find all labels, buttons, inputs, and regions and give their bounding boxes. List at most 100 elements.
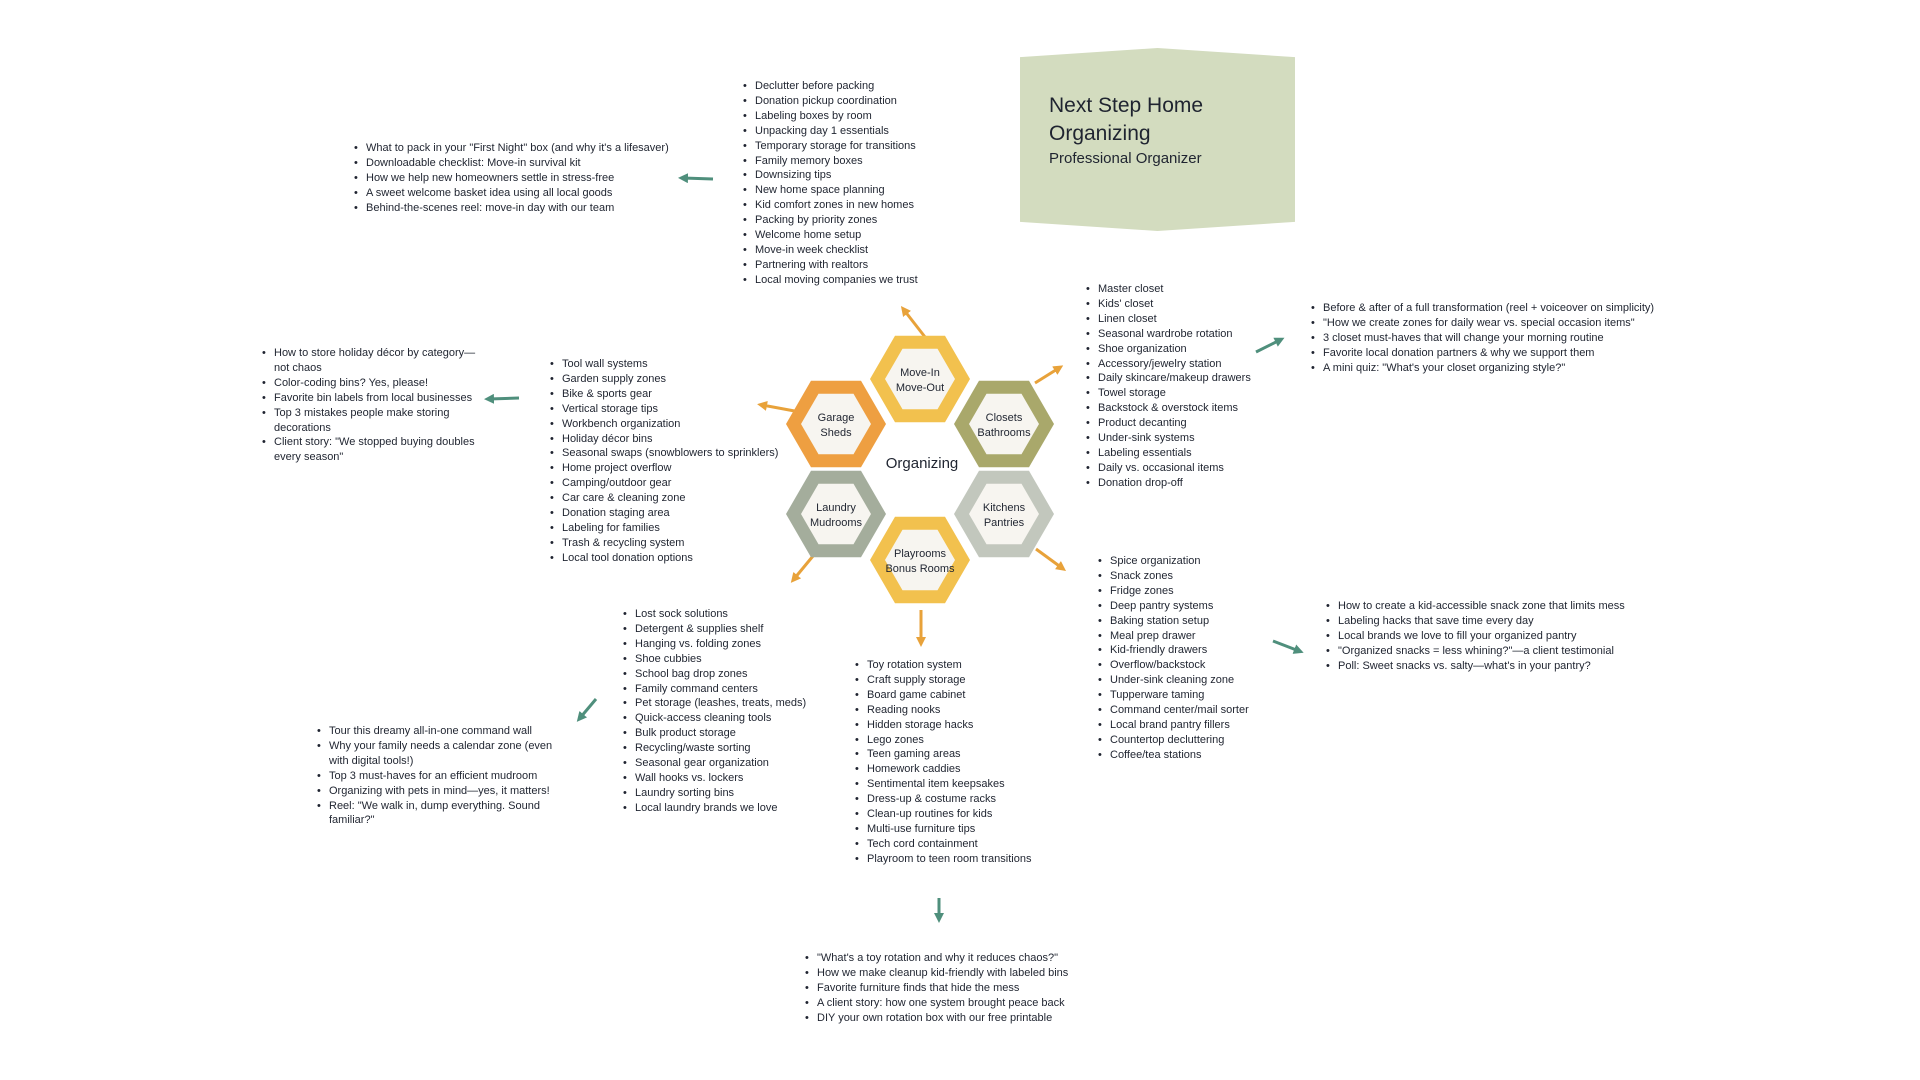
- hex-kitchens-label-2: Pantries: [984, 517, 1025, 529]
- list-item: Favorite furniture finds that hide the m…: [805, 981, 1068, 996]
- arrow-move: [900, 306, 927, 338]
- list-item: A client story: how one system brought p…: [805, 996, 1068, 1011]
- garage-posts-list: How to store holiday décor by category—n…: [260, 346, 489, 465]
- arrow-kitchens: [1035, 547, 1067, 571]
- list-item: Local brand pantry fillers: [1098, 718, 1249, 733]
- hex-move-label-2: Move-Out: [896, 382, 944, 394]
- list-item: School bag drop zones: [623, 667, 806, 682]
- list-item: Family memory boxes: [743, 154, 918, 169]
- list-item: Reading nooks: [855, 703, 1031, 718]
- list-item: Downloadable checklist: Move-in survival…: [354, 156, 669, 171]
- list-item: Labeling for families: [550, 521, 778, 536]
- hex-playrooms-inner: [885, 529, 955, 591]
- move-topics-list: Declutter before packingDonation pickup …: [741, 79, 918, 288]
- list-item: Quick-access cleaning tools: [623, 711, 806, 726]
- hex-garage-label-2: Sheds: [820, 427, 852, 439]
- list-item: Poll: Sweet snacks vs. salty—what's in y…: [1326, 659, 1625, 674]
- list-item: Hidden storage hacks: [855, 718, 1031, 733]
- list-item: Baking station setup: [1098, 614, 1249, 629]
- list-item: Behind-the-scenes reel: move-in day with…: [354, 201, 669, 216]
- list-item: Color-coding bins? Yes, please!: [262, 376, 489, 391]
- hex-garage-inner: [801, 393, 871, 455]
- list-item: Backstock & overstock items: [1086, 401, 1251, 416]
- list-item: Craft supply storage: [855, 673, 1031, 688]
- list-item: Before & after of a full transformation …: [1311, 301, 1654, 316]
- hex-kitchens-inner: [969, 483, 1039, 545]
- hex-playrooms-label-2: Bonus Rooms: [885, 563, 955, 575]
- hex-garage-label-1: Garage: [818, 412, 855, 424]
- hex-laundry-label-2: Mudrooms: [810, 517, 862, 529]
- list-item: Seasonal gear organization: [623, 756, 806, 771]
- hex-closets-label-2: Bathrooms: [977, 427, 1031, 439]
- list-item: Partnering with realtors: [743, 258, 918, 273]
- list-item: Favorite local donation partners & why w…: [1311, 346, 1654, 361]
- list-item: Laundry sorting bins: [623, 786, 806, 801]
- list-item: Snack zones: [1098, 569, 1249, 584]
- list-item: Linen closet: [1086, 312, 1251, 327]
- list-item: Teen gaming areas: [855, 747, 1031, 762]
- list-item: Sentimental item keepsakes: [855, 777, 1031, 792]
- list-item: Trash & recycling system: [550, 536, 778, 551]
- list-item: Kids' closet: [1086, 297, 1251, 312]
- list-item: Under-sink cleaning zone: [1098, 673, 1249, 688]
- list-item: A mini quiz: "What's your closet organiz…: [1311, 361, 1654, 376]
- list-item: Under-sink systems: [1086, 431, 1251, 446]
- list-item: Homework caddies: [855, 762, 1031, 777]
- arrow-laundry-posts: [576, 698, 598, 722]
- hex-cluster: GarageShedsLaundryMudroomsMove-InMove-Ou…: [786, 335, 1054, 604]
- laundry-topics-list: Lost sock solutionsDetergent & supplies …: [621, 607, 806, 816]
- list-item: Clean-up routines for kids: [855, 807, 1031, 822]
- list-item: Multi-use furniture tips: [855, 822, 1031, 837]
- list-item: 3 closet must-haves that will change you…: [1311, 331, 1654, 346]
- hex-move-inner: [885, 348, 955, 410]
- list-item: Lego zones: [855, 733, 1031, 748]
- list-item: Toy rotation system: [855, 658, 1031, 673]
- list-item: Packing by priority zones: [743, 213, 918, 228]
- list-item: Daily vs. occasional items: [1086, 461, 1251, 476]
- arrow-closets: [1034, 365, 1064, 385]
- arrow-move-posts: [678, 173, 714, 184]
- list-item: Top 3 must-haves for an efficient mudroo…: [317, 769, 574, 784]
- list-item: Donation staging area: [550, 506, 778, 521]
- list-item: Overflow/backstock: [1098, 658, 1249, 673]
- hex-closets-inner: [969, 393, 1039, 455]
- list-item: Bulk product storage: [623, 726, 806, 741]
- business-name-line1: Next Step Home: [1049, 94, 1204, 117]
- list-item: Vertical storage tips: [550, 402, 778, 417]
- closets-topics-list: Master closetKids' closetLinen closetSea…: [1084, 282, 1251, 491]
- list-item: Tech cord containment: [855, 837, 1031, 852]
- kitchens-topics-list: Spice organizationSnack zonesFridge zone…: [1096, 554, 1249, 763]
- list-item: Camping/outdoor gear: [550, 476, 778, 491]
- list-item: Local moving companies we trust: [743, 273, 918, 288]
- list-item: Detergent & supplies shelf: [623, 622, 806, 637]
- list-item: How to create a kid-accessible snack zon…: [1326, 599, 1625, 614]
- list-item: Local laundry brands we love: [623, 801, 806, 816]
- list-item: Meal prep drawer: [1098, 629, 1249, 644]
- list-item: "What's a toy rotation and why it reduce…: [805, 951, 1068, 966]
- business-subtitle: Professional Organizer: [1049, 150, 1202, 167]
- arrow-kitchens-posts: [1272, 639, 1304, 654]
- list-item: Labeling boxes by room: [743, 109, 918, 124]
- list-item: Organizing with pets in mind—yes, it mat…: [317, 784, 574, 799]
- hex-closets-label-1: Closets: [986, 412, 1023, 424]
- list-item: Car care & cleaning zone: [550, 491, 778, 506]
- list-item: Daily skincare/makeup drawers: [1086, 371, 1251, 386]
- list-item: Garden supply zones: [550, 372, 778, 387]
- hex-laundry-inner: [801, 483, 871, 545]
- list-item: Downsizing tips: [743, 168, 918, 183]
- list-item: Move-in week checklist: [743, 243, 918, 258]
- list-item: Hanging vs. folding zones: [623, 637, 806, 652]
- list-item: How we make cleanup kid-friendly with la…: [805, 966, 1068, 981]
- closets-posts-list: Before & after of a full transformation …: [1309, 301, 1654, 376]
- list-item: Welcome home setup: [743, 228, 918, 243]
- list-item: Family command centers: [623, 682, 806, 697]
- laundry-posts-list: Tour this dreamy all-in-one command wall…: [315, 724, 574, 828]
- list-item: Tupperware taming: [1098, 688, 1249, 703]
- list-item: Client story: "We stopped buying doubles…: [262, 435, 489, 465]
- kitchens-posts-list: How to create a kid-accessible snack zon…: [1324, 599, 1625, 674]
- list-item: "Organized snacks = less whining?"—a cli…: [1326, 644, 1625, 659]
- list-item: How to store holiday décor by category—n…: [262, 346, 489, 376]
- list-item: Coffee/tea stations: [1098, 748, 1249, 763]
- list-item: Donation drop-off: [1086, 476, 1251, 491]
- arrow-closets-posts: [1255, 337, 1285, 354]
